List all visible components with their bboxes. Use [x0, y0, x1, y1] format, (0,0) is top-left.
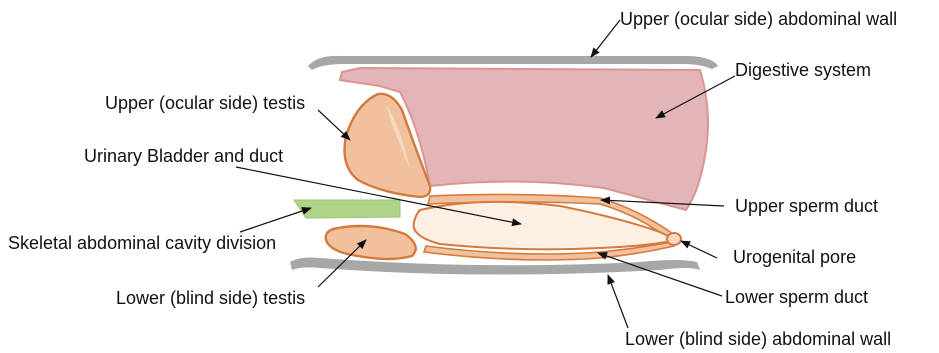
upper-wall-label: Upper (ocular side) abdominal wall	[620, 9, 897, 29]
urogenital-leader	[681, 241, 717, 258]
bladder-label: Urinary Bladder and duct	[84, 146, 283, 166]
upper-wall-leader	[591, 20, 620, 57]
lower-testis	[326, 226, 416, 259]
skeletal-leader	[240, 208, 311, 232]
lower-wall-label: Lower (blind side) abdominal wall	[625, 329, 891, 349]
upper-sperm-label: Upper sperm duct	[735, 196, 878, 216]
digestive-label: Digestive system	[735, 60, 871, 80]
skeletal-label: Skeletal abdominal cavity division	[8, 233, 276, 253]
lower-wall-leader	[608, 275, 628, 328]
urogenital-label: Urogenital pore	[733, 247, 856, 267]
lower-sperm-leader	[598, 253, 722, 296]
urogenital-pore	[667, 233, 681, 245]
upper-testis-leader	[318, 110, 350, 140]
lower-testis-label: Lower (blind side) testis	[116, 288, 305, 308]
lower-abdominal-wall	[290, 258, 700, 275]
upper-testis-label: Upper (ocular side) testis	[105, 93, 305, 113]
urinary-bladder	[414, 202, 676, 250]
lower-sperm-label: Lower sperm duct	[725, 287, 868, 307]
